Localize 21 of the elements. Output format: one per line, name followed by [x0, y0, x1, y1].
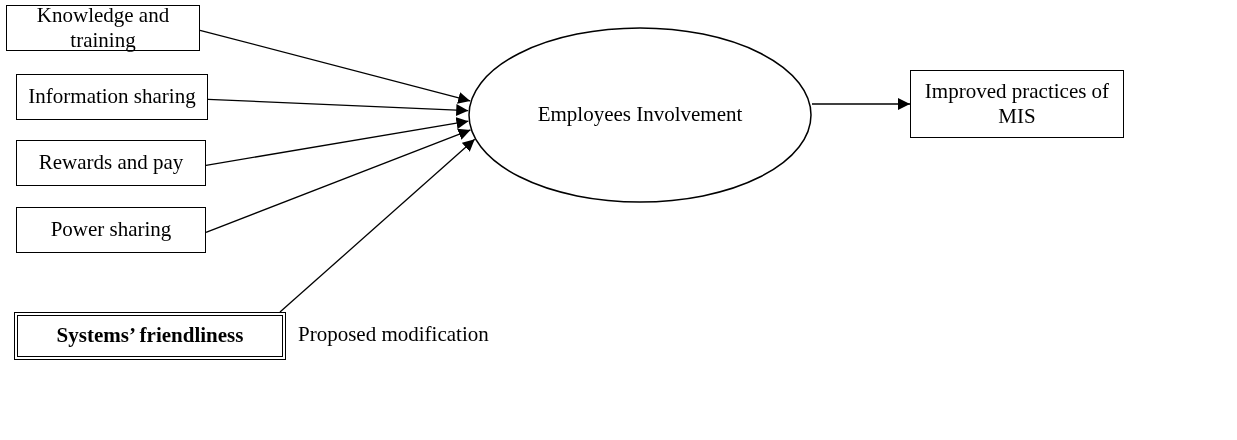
process-box	[16, 74, 208, 120]
process-box	[16, 140, 206, 186]
node-label: Employees Involvement	[537, 102, 743, 128]
arrow	[205, 128, 472, 233]
node-label: Power sharing	[50, 217, 172, 243]
node-label: Knowledge and training	[35, 2, 171, 54]
node-label: Improved practices of MIS	[923, 78, 1111, 130]
arrow	[811, 98, 911, 110]
process-box	[910, 70, 1124, 138]
note-text: Proposed modification	[298, 322, 489, 347]
node-label: Information sharing	[28, 84, 196, 110]
node-label: Rewards and pay	[38, 150, 184, 176]
process-box	[14, 312, 286, 360]
ellipse-node	[468, 27, 812, 203]
process-box	[6, 5, 200, 51]
arrow	[207, 98, 469, 117]
process-box	[16, 207, 206, 253]
node-label: Systems’ friendliness	[56, 323, 244, 349]
arrow	[205, 117, 470, 166]
arrow	[199, 29, 471, 104]
arrow	[279, 138, 476, 313]
